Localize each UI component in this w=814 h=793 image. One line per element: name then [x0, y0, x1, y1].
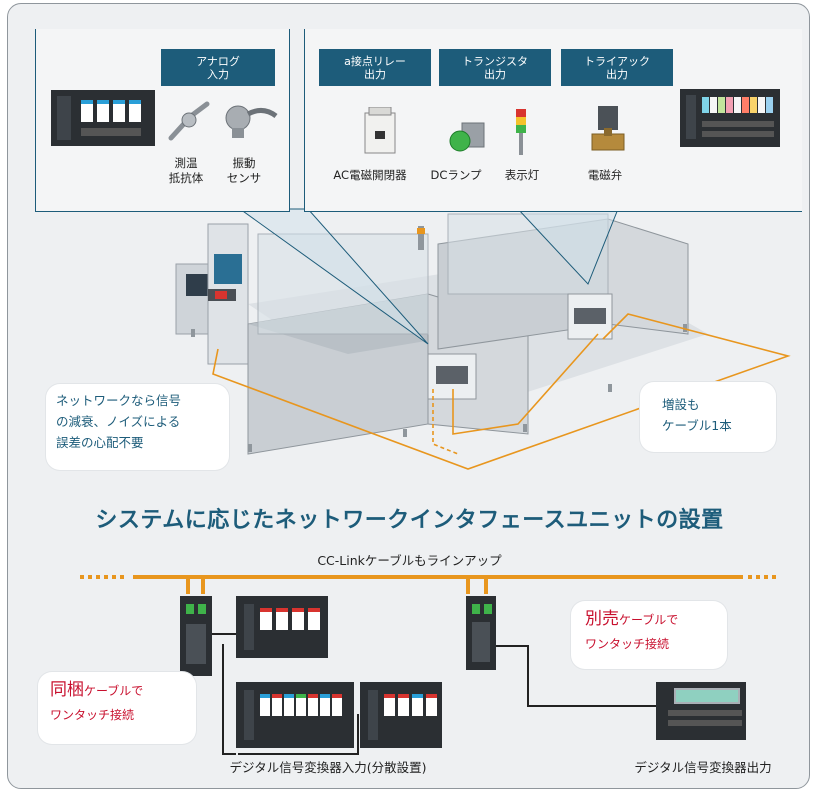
solenoid-valve-label: 電磁弁: [587, 168, 623, 182]
interface-unit-2: [466, 596, 496, 670]
triac-output-header: トライアック 出力: [561, 49, 673, 86]
bundled-onetouch-label: ワンタッチ接続: [50, 708, 135, 722]
output-caption: デジタル信号変換器出力: [634, 760, 772, 775]
dc-lamp-label: DCランプ: [430, 168, 482, 182]
bundled-cable-callout: 同梱ケーブルで ワンタッチ接続: [38, 672, 196, 744]
noise-free-bubble: ネットワークなら信号 の減衰、ノイズによる 誤差の心配不要: [46, 384, 229, 470]
network-diagram: [80, 575, 778, 755]
output-module: [656, 682, 746, 740]
section-title: システムに応じたネットワークインタフェースユニットの設置: [95, 508, 724, 533]
digital-output-module-icon: [680, 89, 780, 147]
input-module-3: [360, 682, 442, 748]
input-module-2: [236, 682, 354, 748]
input-module-1: [236, 596, 328, 658]
expansion-bubble: 増設も ケーブル1本: [640, 382, 776, 452]
factory-illustration: [175, 208, 791, 470]
sold-cable-label: ケーブルで: [619, 613, 679, 627]
relay-output-header: a接点リレー 出力: [319, 49, 431, 86]
bundled-label: 同梱: [50, 680, 84, 700]
interface-unit-1: [180, 596, 212, 676]
magnetic-contactor-icon: [364, 107, 396, 154]
dc-lamp-icon: [449, 122, 485, 152]
signal-tower-label: 表示灯: [504, 168, 540, 182]
rtd-label: 測温 抵抗体: [168, 156, 204, 185]
signal-tower-icon: [516, 109, 526, 155]
input-caption: デジタル信号変換器入力(分散設置): [229, 760, 427, 775]
transistor-output-header: トランジスタ 出力: [439, 49, 551, 86]
vibration-sensor-icon: [225, 105, 278, 138]
sold-onetouch-label: ワンタッチ接続: [585, 637, 670, 651]
rtd-sensor-icon: [168, 101, 210, 141]
solenoid-valve-icon: [591, 106, 625, 151]
bundled-cable-label: ケーブルで: [84, 684, 144, 698]
noise-free-text: ネットワークなら信号 の減衰、ノイズによる 誤差の心配不要: [56, 393, 182, 450]
cable-lineup-label: CC-Linkケーブルもラインアップ: [317, 553, 502, 568]
magnetic-contactor-label: AC電磁開閉器: [333, 168, 407, 182]
analog-input-module-icon: [51, 90, 155, 146]
expansion-text: 増設も ケーブル1本: [662, 397, 732, 433]
diagram-frame: アナログ 入力 測温 抵抗体 振動 センサ a接点リレー 出力 トランジスタ 出…: [7, 3, 810, 789]
analog-input-header: アナログ 入力: [161, 49, 275, 86]
sold-separately-label: 別売: [585, 609, 619, 629]
vibration-sensor-label: 振動 センサ: [226, 156, 262, 185]
sold-separately-callout: 別売ケーブルで ワンタッチ接続: [571, 601, 727, 669]
